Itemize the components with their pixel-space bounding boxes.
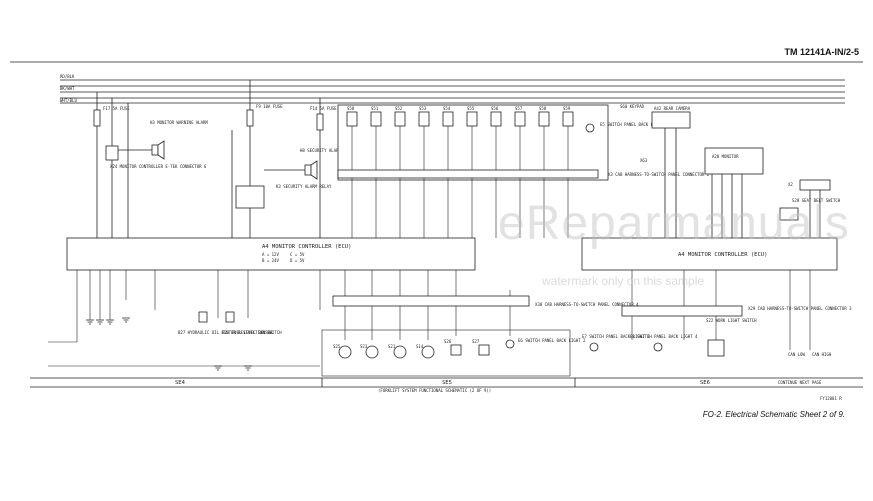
fuse-f14 bbox=[316, 113, 324, 131]
drawing-id: FY12081 R bbox=[820, 396, 842, 401]
switch-bottom-1: S23 bbox=[360, 344, 368, 349]
switch-bottom-2: S21 bbox=[388, 344, 396, 349]
switch-panel-wires bbox=[351, 126, 569, 238]
section-se6: SE6 bbox=[700, 380, 710, 386]
connector-x3-strip bbox=[337, 169, 599, 179]
switch-bottom-5: S27 bbox=[472, 339, 480, 344]
connector-x24 bbox=[105, 145, 119, 161]
figure-caption: FO-2. Electrical Schematic Sheet 2 of 9. bbox=[702, 410, 845, 419]
monitor-controller-left bbox=[66, 237, 476, 271]
work-light-switch-s22 bbox=[707, 339, 725, 357]
x2-label: X2 bbox=[788, 182, 793, 187]
switch-top-6: S56 bbox=[491, 106, 499, 111]
switch-bottom-0: S25 bbox=[333, 344, 341, 349]
switch-top-2: S52 bbox=[395, 106, 403, 111]
rear-camera-label: A42 REAR CAMERA bbox=[654, 106, 691, 111]
keypad-label: S60 KEYPAD bbox=[620, 104, 645, 109]
backlight-e5-icon bbox=[585, 123, 595, 133]
connector-x2 bbox=[799, 179, 831, 191]
k3-label: K3 SECURITY ALARM RELAY bbox=[276, 184, 332, 189]
x3-conn-label: X3 CAB HARNESS-TO-SWITCH PANEL CONNECTOR… bbox=[608, 172, 710, 177]
backlight-e8-icon bbox=[653, 342, 663, 352]
e5-label: E5 SWITCH PANEL BACK LIGHT 1 bbox=[600, 122, 668, 127]
relay-k3 bbox=[235, 185, 265, 209]
bus-label-3: WHT/BLU bbox=[60, 98, 77, 103]
h8-label: H8 SECURITY ALARM bbox=[300, 148, 342, 153]
pin-legend-0: A = 12V bbox=[262, 252, 279, 257]
e8-label: E8 SWITCH PANEL BACK LIGHT 4 bbox=[630, 334, 698, 339]
alarm-h8 bbox=[304, 164, 312, 176]
switch-top-1: S51 bbox=[371, 106, 379, 111]
b28-label: B28 FUEL LEVEL SENSOR bbox=[222, 330, 273, 335]
monitor-controller-right bbox=[581, 237, 838, 271]
switch-top-8: S58 bbox=[539, 106, 547, 111]
switch-top-4: S54 bbox=[443, 106, 451, 111]
monitor-a20 bbox=[704, 147, 764, 175]
s28-label: S28 SEAT BELT SWITCH bbox=[792, 198, 841, 203]
switch-top-0: S58 bbox=[347, 106, 355, 111]
h3-label: H3 MONITOR WARNING ALARM bbox=[150, 120, 208, 125]
section-se4: SE4 bbox=[175, 380, 186, 386]
switch-bottom-4: S26 bbox=[444, 339, 452, 344]
can-low-label: CAN LOW bbox=[788, 352, 805, 357]
connector-x29-strip bbox=[621, 305, 743, 317]
functional-label: (FORKLIFT SYSTEM FUNCTIONAL SCHEMATIC (2… bbox=[378, 388, 491, 393]
ecu-left-label: A4 MONITOR CONTROLLER (ECU) bbox=[262, 244, 351, 250]
s22-label: S22 WORK LIGHT SWITCH bbox=[706, 318, 757, 323]
bus-label-2: BK/WHT bbox=[60, 86, 75, 91]
lower-wires bbox=[48, 270, 811, 367]
fuel-level-sensor-b28 bbox=[225, 311, 235, 323]
pin-legend-3: D = 5V bbox=[290, 258, 305, 263]
document-id: TM 12141A-IN/2-5 bbox=[784, 47, 859, 57]
e7-label: E7 SWITCH PANEL BACK LIGHT 3 bbox=[582, 334, 650, 339]
switch-top-3: S53 bbox=[419, 106, 427, 111]
fuse-f17 bbox=[93, 109, 101, 127]
fuse-f9 bbox=[246, 109, 254, 127]
f9-label: F9 10A FUSE bbox=[256, 104, 283, 109]
switch-top-9: S59 bbox=[563, 106, 571, 111]
switch-bottom-3: S14 bbox=[416, 344, 424, 349]
speaker-h8-icon bbox=[310, 160, 318, 180]
f17-label: F17 5A FUSE bbox=[103, 106, 130, 111]
speaker-h3-icon bbox=[157, 140, 165, 160]
continue-label: CONTINUE NEXT PAGE bbox=[778, 380, 822, 385]
ground-symbols bbox=[86, 317, 252, 371]
seat-belt-switch-s28 bbox=[779, 207, 799, 221]
x29-conn-label: X29 CAB HARNESS-TO-SWITCH PANEL CONNECTO… bbox=[748, 306, 852, 311]
connector-x30-strip bbox=[332, 295, 530, 307]
can-high-label: CAN HIGH bbox=[812, 352, 832, 357]
switch-top-7: S57 bbox=[515, 106, 523, 111]
x24-label: X24 MONITOR CONTROLLER E-TEK CONNECTOR 6 bbox=[110, 164, 207, 169]
pin-legend-2: B = 24V bbox=[262, 258, 279, 263]
bus-label-1: RD/BLK bbox=[60, 74, 75, 79]
power-buses bbox=[60, 79, 845, 104]
backlight-e6-icon bbox=[505, 339, 515, 349]
x30-conn-label: X30 CAB HARNESS-TO-SWITCH PANEL CONNECTO… bbox=[535, 302, 639, 307]
monitor-label: A20 MONITOR bbox=[712, 154, 739, 159]
e6-label: E6 SWITCH PANEL BACK LIGHT 2 bbox=[518, 338, 586, 343]
rear-camera-a42 bbox=[651, 111, 691, 129]
backlight-e7-icon bbox=[589, 342, 599, 352]
pin-legend-1: C = 5V bbox=[290, 252, 305, 257]
hydraulic-filter-switch-b27 bbox=[198, 311, 208, 323]
alarm-h3 bbox=[151, 144, 159, 156]
switch-panel-bottom bbox=[321, 329, 571, 377]
switch-bank-bottom: S25 S23 S21 S14 S26 S27 bbox=[333, 339, 490, 359]
b27-label: B27 HYDRAULIC OIL FILTER RESTRICTION SWI… bbox=[178, 330, 282, 335]
f14-label: F14 5A FUSE bbox=[310, 106, 337, 111]
ecu-right-label: A4 MONITOR CONTROLLER (ECU) bbox=[678, 252, 767, 258]
x63-label: X63 bbox=[640, 158, 648, 163]
switch-top-5: S55 bbox=[467, 106, 475, 111]
section-se5: SE5 bbox=[442, 380, 452, 386]
